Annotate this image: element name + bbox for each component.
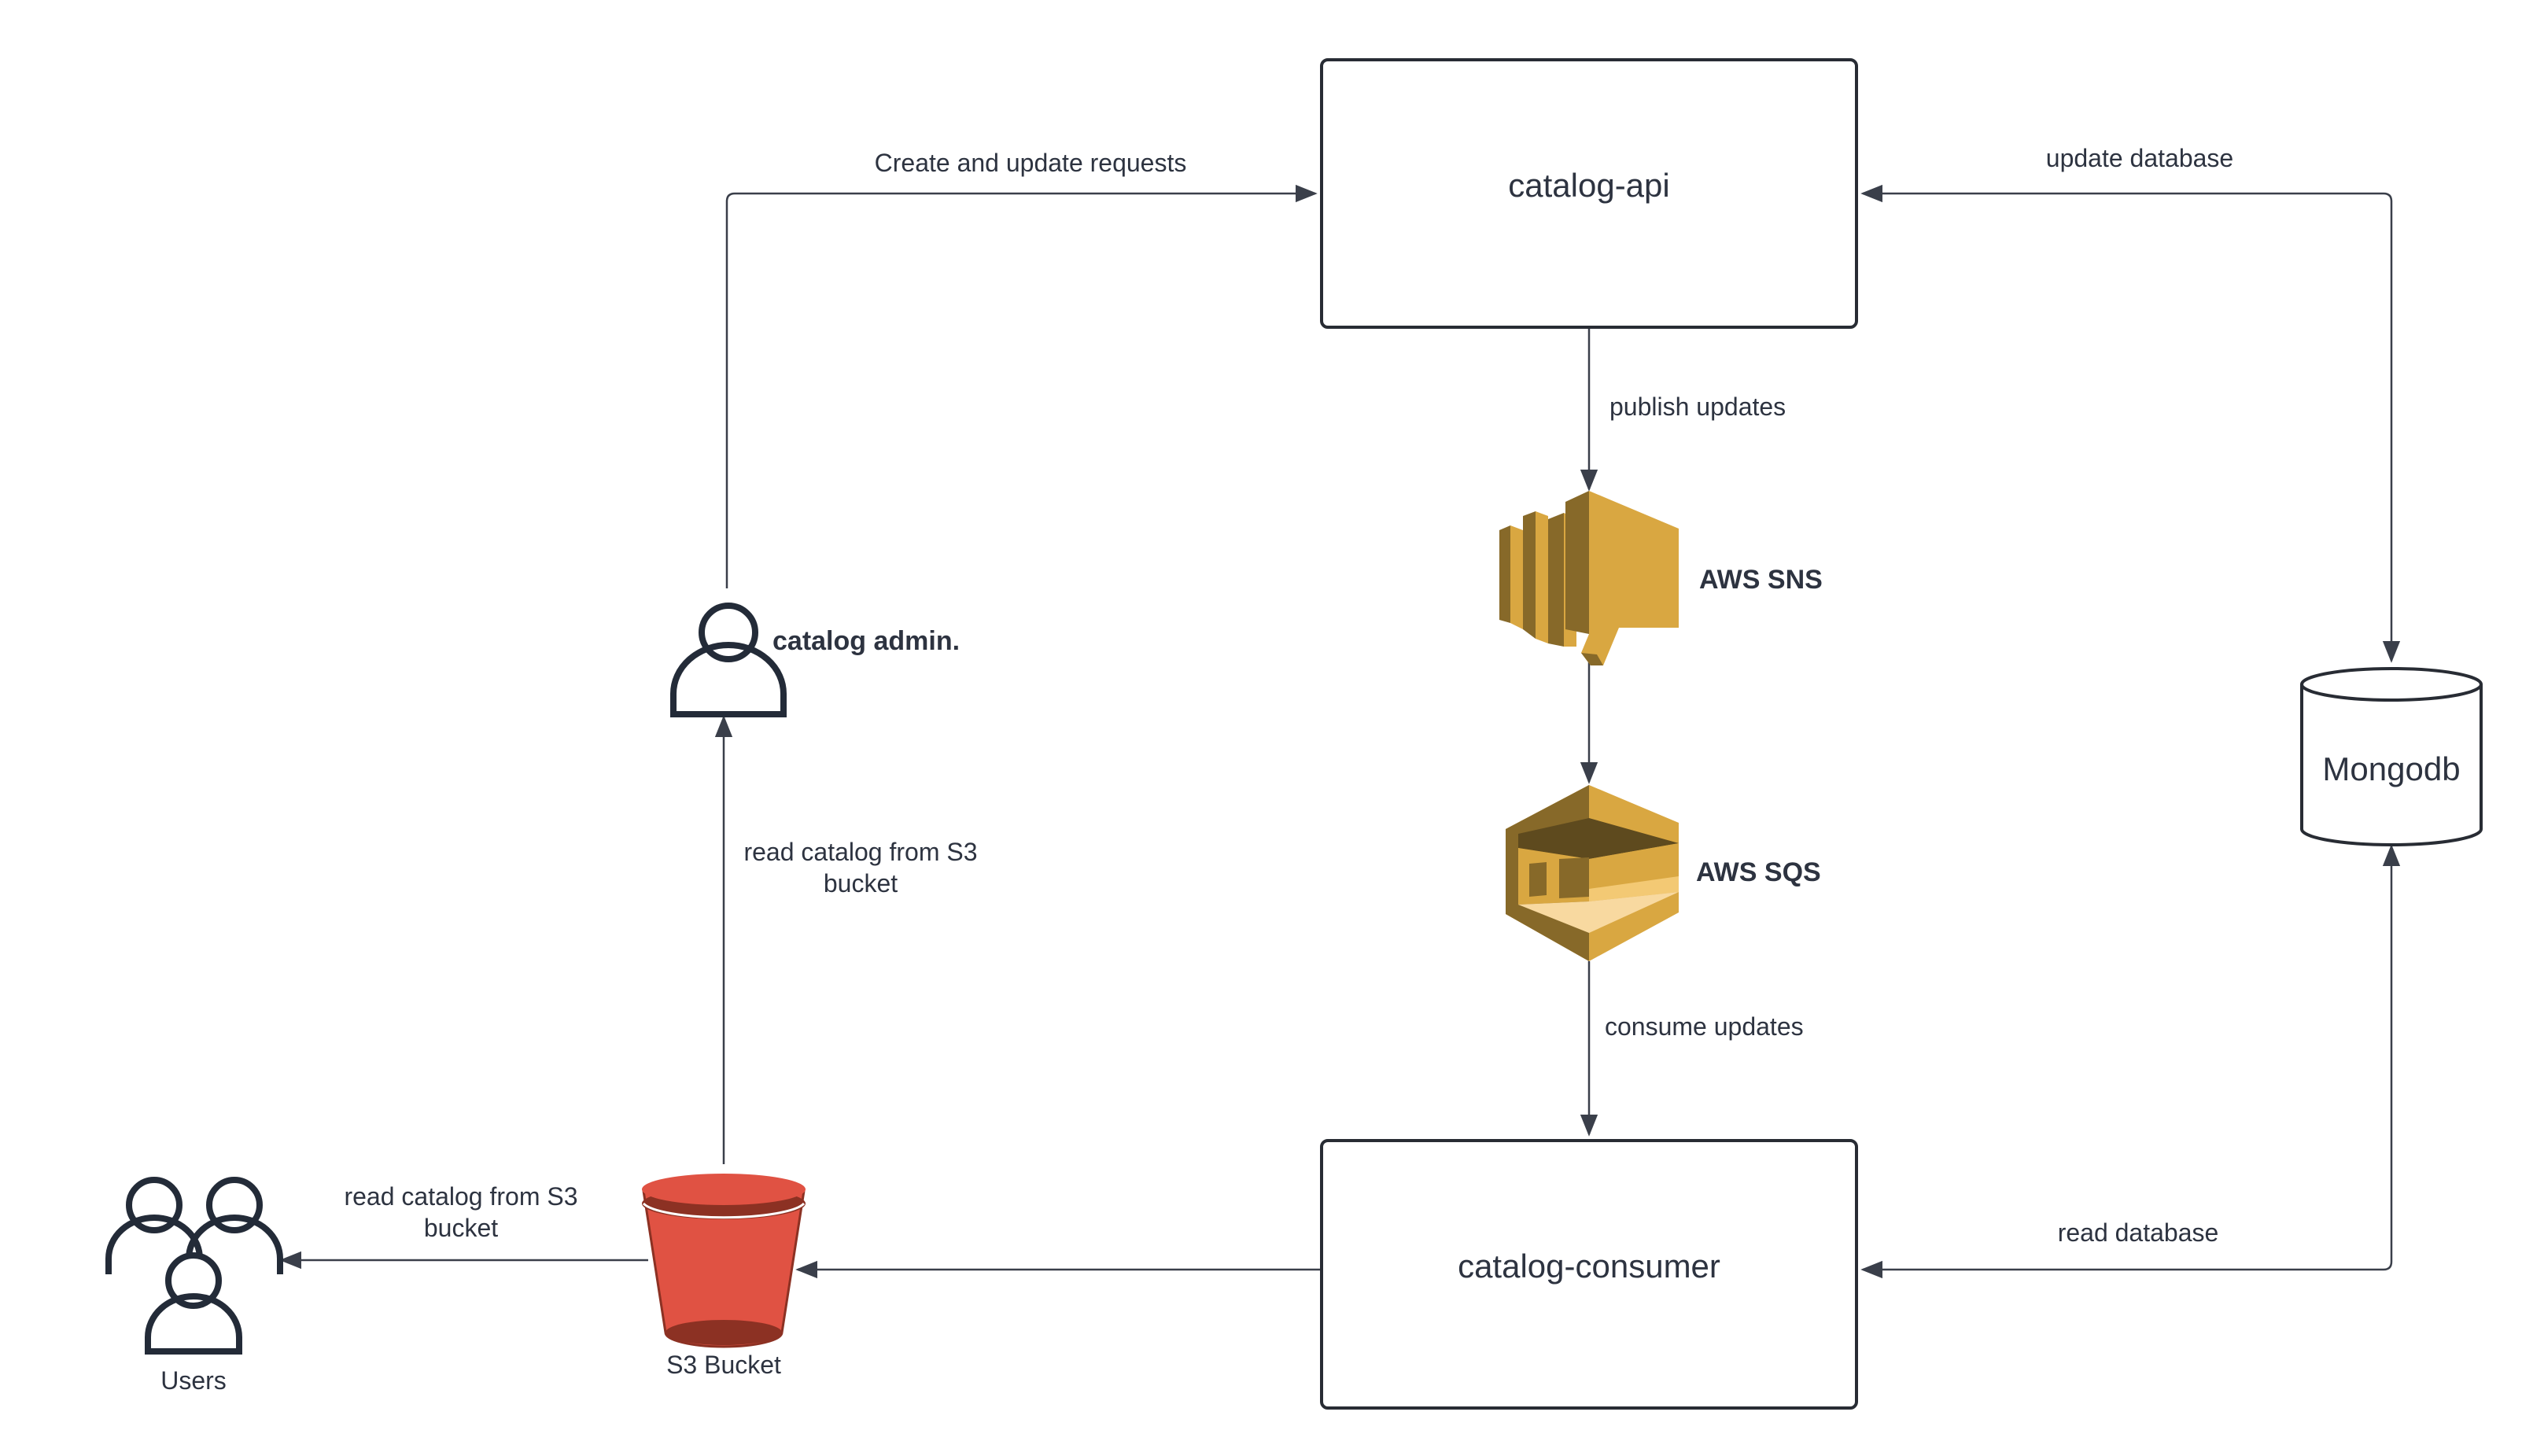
s3-bucket-label: S3 Bucket [666,1351,781,1379]
s3-bucket-icon [642,1174,806,1348]
database-cylinder-icon [2300,667,2483,846]
catalog-admin-label: catalog admin. [772,626,960,656]
edge-label-read-database: read database [2058,1218,2219,1247]
edge-update-database [1860,184,2401,663]
aws-sns-label: AWS SNS [1699,565,1823,595]
catalog-consumer-box [1320,1139,1858,1410]
aws-sqs-label: AWS SQS [1696,857,1821,887]
mongodb-label: Mongodb [2322,750,2460,787]
edge-create-update [725,184,1318,588]
catalog-consumer-label: catalog-consumer [1458,1248,1720,1285]
edge-read-database [1860,844,2401,1279]
users-group-icon [105,1177,283,1355]
users-label: Users [160,1366,227,1395]
person-icon [670,603,787,717]
catalog-api-label: catalog-api [1508,167,1669,204]
edge-label-read-catalog-admin-2: bucket [824,869,898,898]
edge-label-consume-updates: consume updates [1605,1012,1804,1041]
edge-label-update-database: update database [2046,144,2233,172]
edge-label-read-catalog-admin-1: read catalog from S3 [743,838,977,866]
catalog-api-box [1320,58,1858,329]
edge-label-publish-updates: publish updates [1609,393,1786,421]
edge-label-read-catalog-users-1: read catalog from S3 [344,1182,577,1211]
edge-label-read-catalog-users-2: bucket [424,1214,498,1242]
aws-sqs-icon [1506,785,1679,961]
aws-sns-icon [1499,491,1679,665]
edge-label-create-update: Create and update requests [875,149,1187,177]
